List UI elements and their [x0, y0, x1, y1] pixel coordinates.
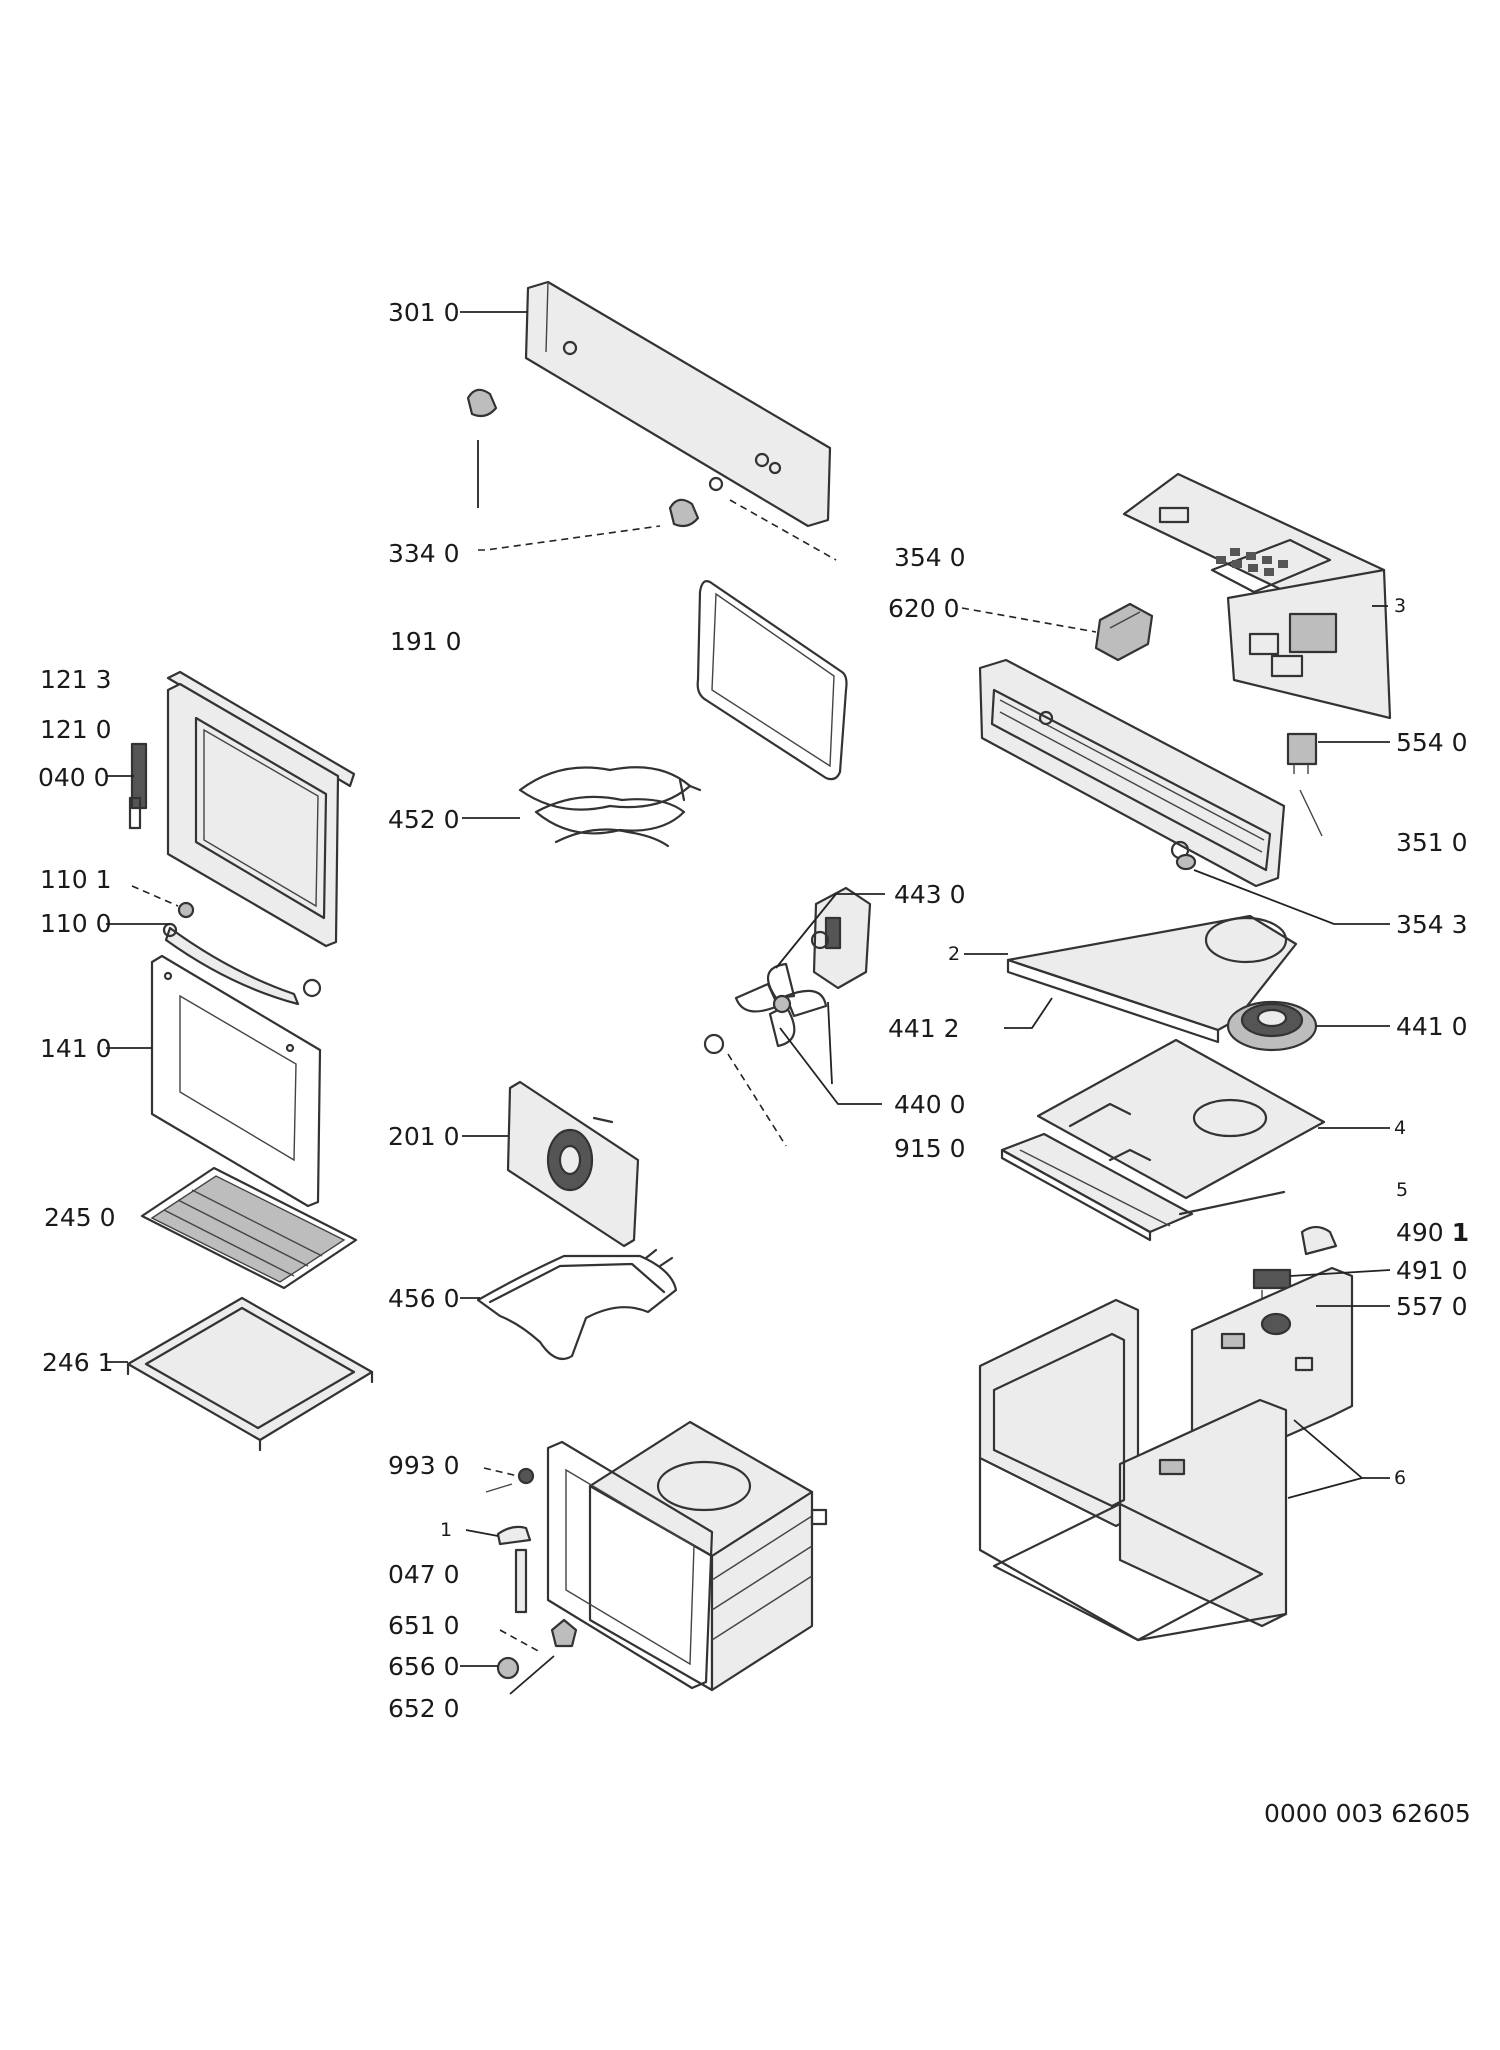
- label-2: 2: [948, 943, 960, 965]
- label-351-0: 351 0: [1396, 828, 1468, 857]
- label-121-0: 121 0: [40, 715, 112, 744]
- part-oven-door: [166, 670, 356, 948]
- part-fan-cowl: [978, 658, 1286, 888]
- label-047-0: 047 0: [388, 1560, 460, 1589]
- leader-440-0: [779, 1027, 882, 1105]
- label-354-0: 354 0: [894, 543, 966, 572]
- part-rod: [1299, 789, 1323, 837]
- label-491-0: 491 0: [1396, 1256, 1468, 1285]
- label-110-0: 110 0: [40, 909, 112, 938]
- leader-6-b: [1287, 1477, 1363, 1499]
- label-915-0: 915 0: [894, 1134, 966, 1163]
- leader-6-a: [1293, 1419, 1390, 1479]
- leader-491-0: [1289, 1269, 1391, 1277]
- part-handle-screw: [177, 901, 195, 919]
- part-knob-bottom: [668, 498, 700, 528]
- leader-fan-dashed: [727, 1053, 787, 1147]
- label-4: 4: [1394, 1117, 1406, 1139]
- label-5: 5: [1396, 1179, 1408, 1201]
- label-651-0: 651 0: [388, 1611, 460, 1640]
- part-490-1: [1300, 1225, 1338, 1256]
- part-fan-blade: [734, 962, 828, 1048]
- part-switch: [1286, 732, 1318, 774]
- leader-334-0: [478, 525, 661, 551]
- part-fan-wheel: [1226, 1000, 1318, 1052]
- part-fan-cover: [506, 1080, 640, 1248]
- part-fan-motor: [810, 886, 872, 990]
- label-456-0: 456 0: [388, 1284, 460, 1313]
- leader-441-2: [1004, 997, 1053, 1029]
- label-110-1: 110 1: [40, 865, 112, 894]
- label-554-0: 554 0: [1396, 728, 1468, 757]
- part-top-module: [1122, 472, 1392, 720]
- part-656-0: [496, 1656, 520, 1680]
- label-656-0: 656 0: [388, 1652, 460, 1681]
- part-tray-rod: [1178, 1190, 1286, 1216]
- part-bottom-tray: [1000, 1132, 1194, 1242]
- leader-620-0: [961, 607, 1097, 633]
- label-245-0: 245 0: [44, 1203, 116, 1232]
- label-443-0: 443 0: [894, 880, 966, 909]
- part-labels: 301 0 334 0 354 0 620 0 3 191 0 121 3 12…: [38, 298, 1471, 1828]
- label-557-0: 557 0: [1396, 1292, 1468, 1321]
- part-047-0: [514, 1548, 528, 1614]
- label-246-1: 246 1: [42, 1348, 114, 1377]
- label-441-0: 441 0: [1396, 1012, 1468, 1041]
- leader-fan-vertical: [827, 1001, 833, 1085]
- part-354-3: [1175, 853, 1197, 871]
- leader-354-3: [1193, 869, 1390, 925]
- leader-110-1: [131, 885, 179, 907]
- label-6: 6: [1394, 1467, 1406, 1489]
- leader-1: [465, 1529, 499, 1537]
- part-491-0: [1252, 1268, 1292, 1300]
- part-993-0: [485, 1467, 535, 1493]
- part-inner-glass: [150, 954, 322, 1208]
- part-knob-top: [466, 388, 498, 418]
- label-121-3: 121 3: [40, 665, 112, 694]
- label-441-2: 441 2: [888, 1014, 960, 1043]
- label-440-0: 440 0: [894, 1090, 966, 1119]
- label-040-0: 040 0: [38, 763, 110, 792]
- part-fan-nut: [703, 1033, 725, 1055]
- part-baking-tray: [126, 1296, 374, 1452]
- leader-652-0: [509, 1655, 555, 1695]
- part-grill-element: [518, 766, 702, 848]
- part-base-plate: [1036, 1038, 1326, 1200]
- part-lower-element: [476, 1248, 678, 1360]
- leader-354-0: [729, 499, 837, 561]
- part-deflector: [1006, 914, 1298, 1044]
- label-334-0: 334 0: [388, 539, 460, 568]
- part-outer-casing: [978, 1266, 1354, 1642]
- label-620-0: 620 0: [888, 594, 960, 623]
- label-652-0: 652 0: [388, 1694, 460, 1723]
- label-452-0: 452 0: [388, 805, 460, 834]
- part-door-handle: [162, 922, 322, 1006]
- leader-443-0-a: [775, 893, 837, 969]
- label-993-0: 993 0: [388, 1451, 460, 1480]
- part-oven-cavity: [546, 1420, 828, 1692]
- leader-lines: [106, 311, 1391, 1667]
- part-651-0: [550, 1618, 578, 1648]
- part-relay: [1094, 602, 1154, 662]
- part-door-gasket: [696, 580, 848, 781]
- leader-651-0: [499, 1629, 541, 1653]
- part-knob-hole: [708, 476, 724, 492]
- label-3: 3: [1394, 595, 1406, 617]
- part-control-panel: [524, 280, 832, 528]
- label-1: 1: [440, 1519, 452, 1541]
- label-141-0: 141 0: [40, 1034, 112, 1063]
- part-door-hinge: [128, 742, 148, 830]
- part-oven-rack: [140, 1166, 358, 1290]
- label-354-3: 354 3: [1396, 910, 1468, 939]
- part-1-bracket: [496, 1525, 532, 1546]
- label-191-0: 191 0: [390, 627, 462, 656]
- label-301-0: 301 0: [388, 298, 460, 327]
- document-code: 0000 003 62605: [1264, 1799, 1471, 1828]
- label-201-0: 201 0: [388, 1122, 460, 1151]
- leader-993-0: [483, 1467, 519, 1477]
